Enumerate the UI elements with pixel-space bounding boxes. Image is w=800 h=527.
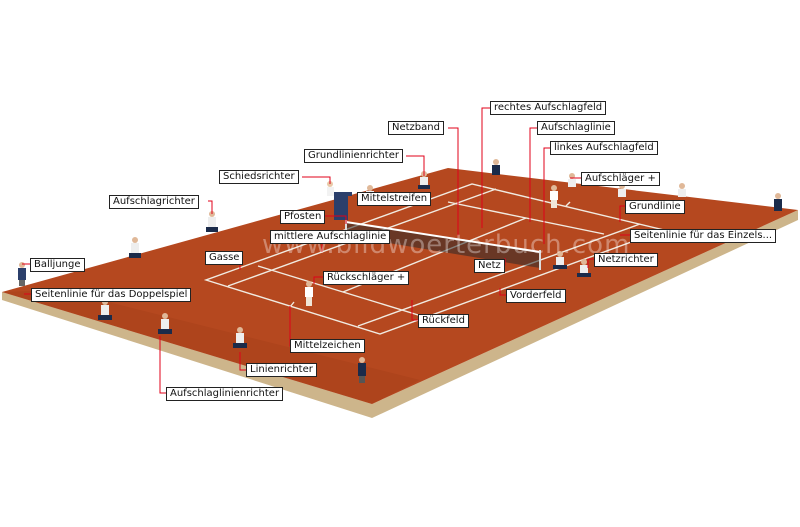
label-mittelstreifen: Mittelstreifen [357,192,432,206]
label-rueckschlaeger: Rückschläger + [323,271,410,285]
figure-far-judge-3 [678,183,686,197]
label-vorderfeld: Vorderfeld [506,289,566,303]
figure-netz-player [553,251,567,269]
figure-aufschlagrichter [129,237,141,258]
figure-linienrichter [233,327,247,348]
singles-sideline-right [357,223,641,327]
figure-aufschlaeger [550,185,558,208]
label-rechtes-aufschlagfeld: rechtes Aufschlagfeld [490,101,607,115]
label-aufschlaglinie: Aufschlaglinie [537,121,615,135]
figure-rueckschlaeger [305,281,313,306]
label-aufschlaeger: Aufschläger + [581,172,660,186]
figure-balljunge-right [774,193,782,211]
net-band [345,221,541,253]
label-mittlere-aufschlaglinie: mittlere Aufschlaglinie [270,230,391,244]
label-pfosten: Pfosten [280,210,326,224]
figure-aufschlaglinienrichter [158,313,172,334]
label-netz: Netz [474,259,505,273]
plus-mark: + [647,173,656,184]
label-linienrichter: Linienrichter [246,363,317,377]
label-grundlinienrichter: Grundlinienrichter [304,149,403,163]
net-mesh [346,222,540,268]
label-gasse: Gasse [205,251,244,265]
figure-gasse-judge [206,211,218,232]
label-aufschlaglinienrichter: Aufschlaglinienrichter [166,387,284,401]
label-grundlinie: Grundlinie [625,200,685,214]
label-balljunge: Balljunge [30,258,85,272]
figure-far-judge-1 [568,173,576,187]
center-mark-far [565,201,571,207]
label-netzrichter: Netzrichter [594,253,658,267]
umpire-chair [327,181,352,220]
label-rueckfeld: Rückfeld [418,314,469,328]
figure-balljunge-far [492,159,500,175]
figure-netzrichter [577,259,591,277]
label-mittelzeichen: Mittelzeichen [290,339,365,353]
figure-balljunge-near [358,357,366,383]
label-linkes-aufschlagfeld: linkes Aufschlagfeld [550,141,658,155]
tennis-net [345,220,541,270]
label-netzband: Netzband [388,121,444,135]
label-schiedsrichter: Schiedsrichter [219,170,299,184]
figure-balljunge-left [18,262,26,286]
plus-mark: + [396,272,406,283]
label-seitenlinie-einzel: Seitenlinie für das Einzels... [630,229,777,243]
center-mark-near [289,301,295,308]
label-seitenlinie-doppel: Seitenlinie für das Doppelspiel [31,288,192,302]
label-aufschlagrichter: Aufschlagrichter [109,195,199,209]
